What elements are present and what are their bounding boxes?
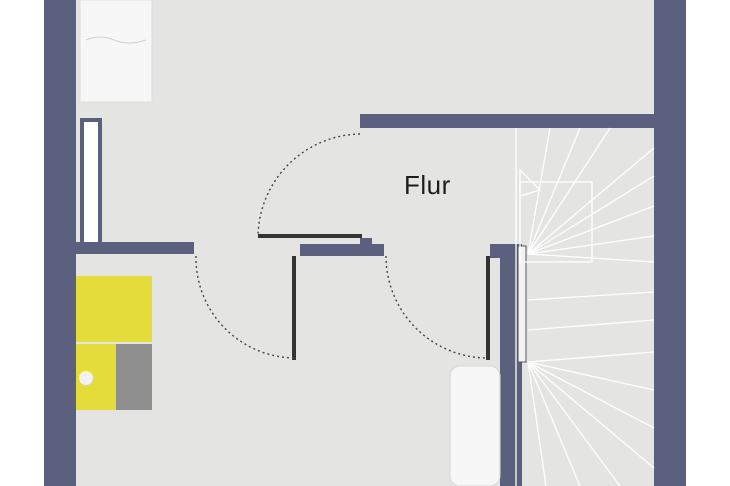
- door-swing-upper: [257, 133, 361, 237]
- left-outer-wall: [44, 0, 76, 486]
- wardrobe: [79, 0, 153, 103]
- interior-wall-left: [76, 242, 194, 254]
- right-outer-wall: [654, 0, 686, 486]
- window-glass: [84, 122, 98, 242]
- radiator: [449, 365, 501, 486]
- appliance-side: [116, 344, 152, 410]
- door-swing-right: [385, 255, 489, 359]
- door-leaf-left: [292, 256, 296, 360]
- door-leaf-right: [486, 256, 490, 360]
- interior-wall-upper: [360, 114, 654, 128]
- door-swing-left: [195, 255, 295, 359]
- stair-handrail: [517, 245, 527, 363]
- staircase: [515, 127, 655, 486]
- appliance-dial: [79, 371, 93, 385]
- door-frame-stub: [360, 238, 372, 248]
- wardrobe-detail: [85, 36, 147, 44]
- appliance-upper: [76, 276, 152, 342]
- stair-wall-cap: [490, 244, 502, 258]
- room-label-flur: Flur: [404, 170, 451, 200]
- door-leaf-upper: [258, 234, 362, 238]
